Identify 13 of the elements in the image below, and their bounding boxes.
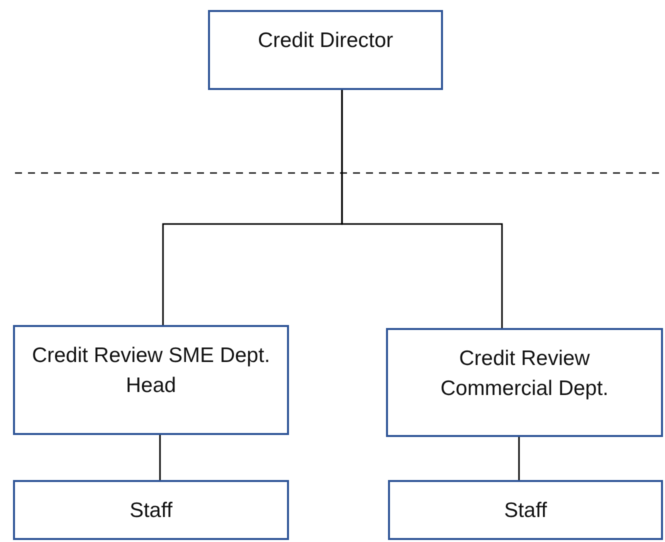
role-title: Staff <box>504 498 547 524</box>
connector-line <box>518 437 520 480</box>
role-title: Credit Review Commercial Dept. <box>439 346 610 402</box>
org-box <box>386 328 663 437</box>
role-title: Credit Director <box>258 28 394 54</box>
role-title: Credit Review SME Dept. Head <box>30 343 272 400</box>
org-box <box>208 10 443 90</box>
role-title: Staff <box>130 498 172 524</box>
org-box <box>388 480 663 540</box>
connector-line <box>341 90 503 328</box>
org-box <box>13 325 289 435</box>
org-box <box>13 480 289 540</box>
connector-line <box>159 435 161 480</box>
